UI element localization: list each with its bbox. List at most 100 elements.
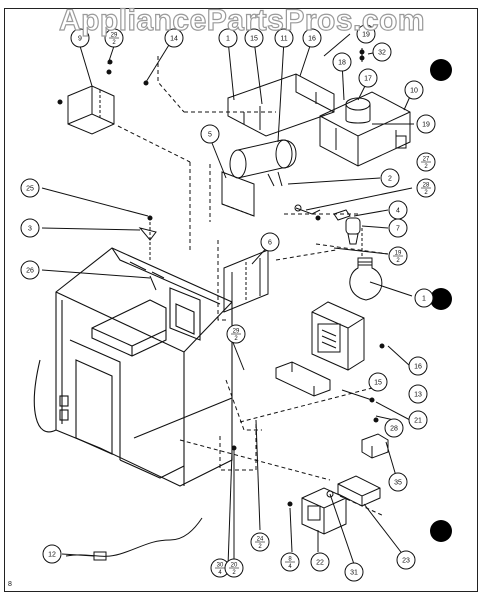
callout-label: 3 — [28, 226, 32, 233]
callout-label: 35 — [394, 480, 402, 487]
registration-mark-top — [430, 59, 452, 81]
callout-c6: 6 — [260, 232, 280, 252]
callout-quantity: 2 — [234, 336, 238, 342]
callout-quantity: 2 — [258, 544, 262, 550]
callout-label: 16 — [308, 36, 316, 43]
callout-c32: 32 — [372, 42, 392, 62]
mounting-rail — [275, 361, 331, 397]
callout-label: 1 — [422, 296, 426, 303]
callout-c29b: 292 — [226, 324, 246, 344]
callout-c9: 9 — [70, 28, 90, 48]
callout-c19c: 192 — [388, 246, 408, 266]
callout-label: 31 — [350, 570, 358, 577]
callout-c21: 21 — [408, 410, 428, 430]
diagram-border — [4, 8, 478, 592]
callout-c31: 31 — [344, 562, 364, 582]
cabinet-housing — [33, 247, 233, 487]
callout-c15b: 15 — [368, 372, 388, 392]
callout-label: 18 — [338, 60, 346, 67]
callout-c27: 272 — [416, 152, 436, 172]
diagram-page-code: 8 — [8, 581, 12, 588]
callout-quantity: 2 — [424, 190, 428, 196]
callout-c14: 14 — [164, 28, 184, 48]
callout-label: 30 — [217, 563, 224, 569]
callout-label: 29 — [111, 33, 118, 39]
callout-c19b: 19 — [416, 114, 436, 134]
terminal-box — [301, 487, 347, 535]
lamp-bulb — [349, 257, 383, 301]
mounting-plate — [227, 73, 335, 137]
callout-label: 7 — [396, 226, 400, 233]
callout-label: 19 — [362, 32, 370, 39]
long-bracket — [337, 475, 381, 507]
callout-label: 19 — [422, 122, 430, 129]
callout-label: 16 — [414, 364, 422, 371]
callout-label: 1 — [226, 36, 230, 43]
callout-label: 11 — [280, 36, 287, 43]
callout-c28a: 282 — [416, 178, 436, 198]
callout-c19a: 19 — [356, 24, 376, 44]
callout-label: 22 — [316, 560, 324, 567]
callout-c16b: 16 — [408, 356, 428, 376]
callout-label: 20 — [231, 563, 238, 569]
callout-quantity: 2 — [396, 258, 400, 264]
callout-c8: 84 — [280, 552, 300, 572]
callout-label: 6 — [268, 240, 272, 247]
callout-c7: 7 — [388, 218, 408, 238]
callout-label: 26 — [26, 268, 34, 275]
callout-c20: 202 — [224, 558, 244, 578]
callout-c28b: 28 — [384, 418, 404, 438]
callout-label: 17 — [364, 76, 372, 83]
callout-quantity: 4 — [218, 570, 222, 576]
callout-label: 27 — [423, 157, 430, 163]
callout-label: 12 — [48, 552, 56, 559]
callout-label: 14 — [170, 36, 178, 43]
callout-c17: 17 — [358, 68, 378, 88]
callout-c24: 242 — [250, 532, 270, 552]
callout-quantity: 2 — [232, 570, 236, 576]
power-cord — [65, 517, 203, 561]
callout-c30: 304 — [210, 558, 230, 578]
callout-label: 9 — [78, 36, 82, 43]
registration-mark-middle — [430, 288, 452, 310]
callout-label: 28 — [423, 183, 430, 189]
callout-c4: 4 — [388, 200, 408, 220]
callout-c22: 22 — [310, 552, 330, 572]
callout-label: 15 — [250, 36, 258, 43]
callout-label: 15 — [374, 380, 382, 387]
callout-c13: 13 — [408, 384, 428, 404]
callout-c5: 5 — [200, 124, 220, 144]
callout-label: 2 — [388, 176, 392, 183]
callout-c29a: 292 — [104, 28, 124, 48]
callout-c16: 16 — [302, 28, 322, 48]
transformer — [311, 301, 365, 371]
callout-label: 29 — [233, 329, 240, 335]
callout-c2: 2 — [380, 168, 400, 188]
callout-c26: 26 — [20, 260, 40, 280]
callout-c11: 11 — [274, 28, 294, 48]
capacitor — [229, 139, 297, 187]
callout-label: 23 — [402, 558, 410, 565]
callout-c1b: 1 — [414, 288, 434, 308]
registration-mark-bottom — [430, 520, 452, 542]
callout-label: 32 — [378, 50, 386, 57]
callout-label: 4 — [396, 208, 400, 215]
callout-label: 10 — [410, 88, 418, 95]
callout-label: 8 — [288, 557, 292, 563]
callout-c15: 15 — [244, 28, 264, 48]
callout-quantity: 4 — [288, 564, 292, 570]
callout-label: 25 — [26, 186, 34, 193]
callout-c23: 23 — [396, 550, 416, 570]
motor-housing — [319, 91, 411, 167]
callout-label: 28 — [390, 426, 398, 433]
callout-quantity: 2 — [112, 40, 116, 46]
callout-c1: 1 — [218, 28, 238, 48]
callout-c25: 25 — [20, 178, 40, 198]
callout-c35: 35 — [388, 472, 408, 492]
callout-quantity: 2 — [424, 164, 428, 170]
callout-label: 5 — [208, 132, 212, 139]
callout-label: 24 — [257, 537, 264, 543]
